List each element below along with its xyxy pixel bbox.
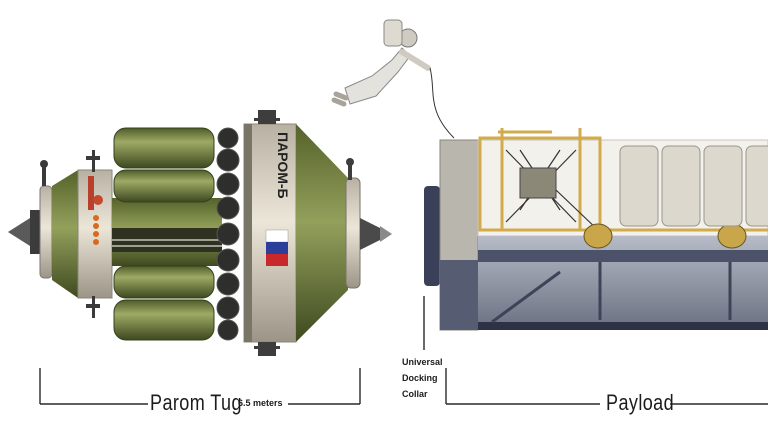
parom-tug: ПАРОМ-Б bbox=[8, 110, 392, 356]
red-stripe-marking bbox=[88, 176, 94, 210]
cargo-containers bbox=[619, 145, 768, 227]
propellant-tanks bbox=[113, 127, 215, 341]
thruster-clusters bbox=[254, 110, 354, 356]
payload-dark-band bbox=[478, 250, 768, 262]
collar-shadow bbox=[440, 260, 478, 330]
docking-collar-label: Universal Docking Collar bbox=[402, 354, 443, 402]
collar-label-line2: Docking bbox=[402, 373, 438, 383]
left-hull-cone bbox=[52, 170, 78, 298]
hull-left-band bbox=[244, 124, 252, 342]
left-end-cap bbox=[30, 210, 42, 254]
collar-label-line3: Collar bbox=[402, 389, 428, 399]
payload-body-lower bbox=[478, 236, 768, 324]
tug-label: Parom Tug bbox=[150, 390, 242, 415]
orange-markings bbox=[93, 215, 99, 245]
tether-line bbox=[429, 67, 455, 139]
truss-lines bbox=[112, 239, 222, 247]
spherical-tanks bbox=[216, 127, 240, 341]
mechanism-block bbox=[519, 167, 557, 199]
left-nozzle bbox=[8, 218, 30, 246]
thruster-nozzle-icon bbox=[40, 150, 100, 318]
tug-dimension-line bbox=[39, 368, 361, 405]
hull-lettering: ПАРОМ-Б bbox=[275, 132, 291, 199]
collar-label-line1: Universal bbox=[402, 357, 443, 367]
astronaut-figure-icon bbox=[331, 19, 455, 139]
left-end-ring bbox=[39, 185, 53, 279]
tug-length-label: 6.5 meters bbox=[238, 398, 283, 408]
payload-struts bbox=[491, 262, 732, 324]
payload-rail bbox=[478, 322, 768, 330]
right-end-ring bbox=[345, 177, 361, 289]
docking-collar bbox=[424, 186, 440, 286]
gold-joint-left bbox=[583, 223, 613, 249]
right-nozzle-tip bbox=[380, 226, 392, 242]
right-nozzle bbox=[360, 218, 380, 250]
russian-flag-icon bbox=[265, 229, 289, 266]
payload-label: Payload bbox=[606, 390, 675, 415]
gold-joint-right bbox=[717, 223, 747, 249]
payload-dimension-line bbox=[423, 296, 768, 405]
emblem-marking bbox=[93, 195, 103, 205]
payload bbox=[424, 128, 768, 331]
right-hull-cone bbox=[296, 124, 348, 342]
